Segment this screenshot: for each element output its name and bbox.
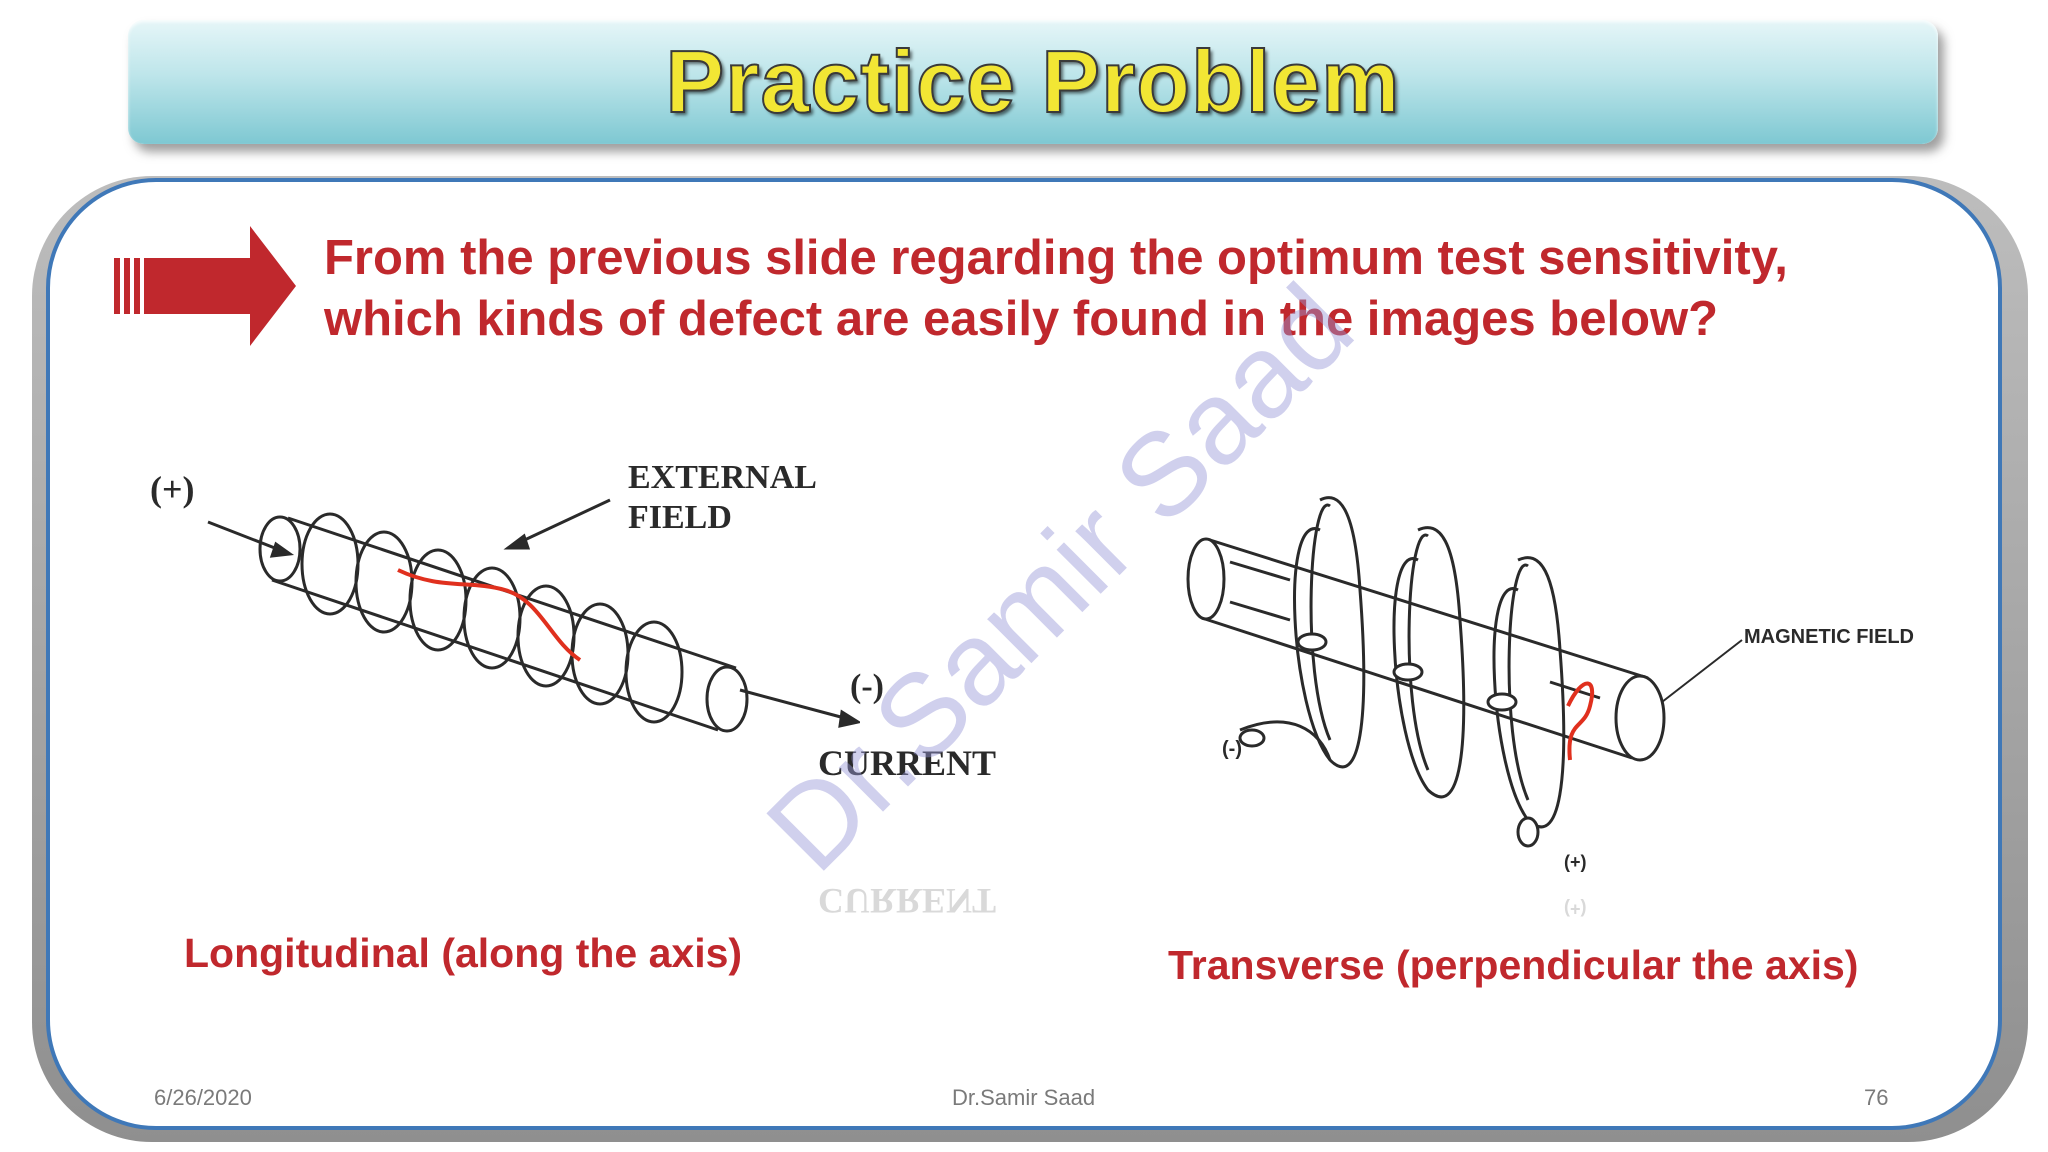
right-arrow-icon bbox=[114, 226, 296, 346]
current-label-reflection: CURRENT bbox=[818, 881, 997, 921]
question-line-2: which kinds of defect are easily found i… bbox=[324, 292, 1719, 346]
external-field-coil bbox=[300, 512, 684, 724]
slide-title: Practice Problem bbox=[665, 31, 1401, 132]
magnetic-field-label: MAGNETIC FIELD bbox=[1744, 626, 1914, 648]
external-field-label-line1: EXTERNAL bbox=[628, 459, 817, 496]
current-in-arrow bbox=[207, 520, 286, 554]
question-line-1: From the previous slide regarding the op… bbox=[324, 231, 1788, 285]
right-plus-label: (+) bbox=[1564, 852, 1587, 872]
external-field-label: EXTERNAL FIELD bbox=[628, 458, 817, 538]
current-out-arrow bbox=[739, 688, 853, 722]
magnetic-field-pointer bbox=[1661, 639, 1743, 703]
left-minus-label: (-) bbox=[850, 668, 884, 705]
field-pointer-arrow bbox=[515, 498, 611, 546]
external-field-label-line2: FIELD bbox=[628, 499, 732, 536]
longitudinal-magnetization-diagram bbox=[207, 498, 860, 733]
left-plus-label: (+) bbox=[150, 469, 195, 509]
content-frame bbox=[46, 178, 2002, 1130]
question-text: From the previous slide regarding the op… bbox=[324, 228, 1964, 350]
footer-page-number: 76 bbox=[1864, 1085, 1889, 1110]
current-label: CURRENT bbox=[818, 743, 997, 783]
right-minus-label: (-) bbox=[1222, 738, 1242, 760]
right-plus-label-reflection: (+) bbox=[1564, 899, 1587, 919]
test-bar-rod bbox=[1186, 537, 1666, 762]
test-bar-cylinder bbox=[258, 515, 749, 733]
longitudinal-caption: Longitudinal (along the axis) bbox=[184, 930, 743, 976]
transverse-defect-line bbox=[1566, 681, 1595, 761]
title-banner: Practice Problem bbox=[128, 20, 1938, 144]
footer-date: 6/26/2020 bbox=[154, 1085, 252, 1110]
longitudinal-defect-line bbox=[397, 568, 582, 662]
footer-author: Dr.Samir Saad bbox=[952, 1085, 1096, 1110]
magnetizing-cable-coils bbox=[1238, 496, 1566, 848]
transverse-caption: Transverse (perpendicular the axis) bbox=[1168, 942, 1859, 988]
transverse-magnetization-diagram bbox=[1186, 496, 1743, 848]
